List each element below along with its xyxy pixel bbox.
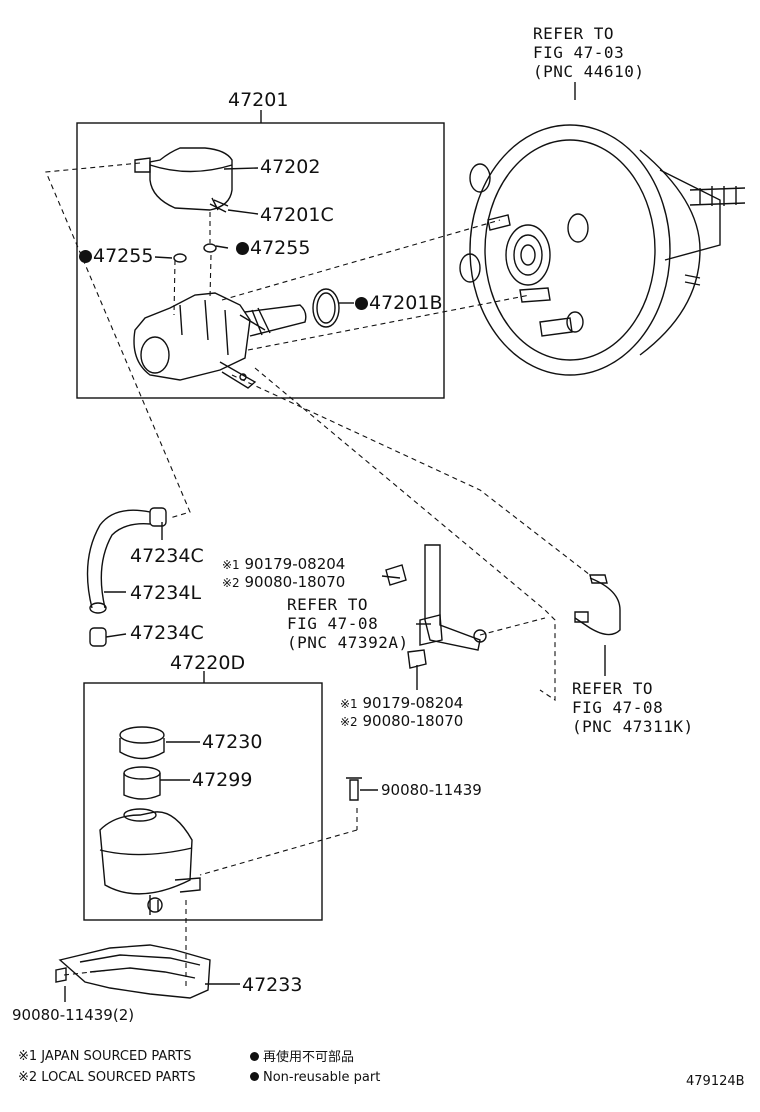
label-47299: 47299 bbox=[192, 769, 253, 791]
label-47201C: 47201C bbox=[260, 204, 334, 226]
local-mark: ※2 bbox=[222, 576, 240, 590]
legend-nonreusable-jp: 再使用不可部品 bbox=[250, 1050, 354, 1066]
non-reusable-dot-icon bbox=[79, 250, 92, 263]
japan-mark: ※1 bbox=[340, 697, 358, 711]
ref-line: REFER TO bbox=[572, 679, 654, 698]
label-47201B: 47201B bbox=[355, 293, 442, 313]
ref-tube: REFER TO FIG 47-08 (PNC 47311K) bbox=[572, 679, 694, 736]
label-47255-right: 47255 bbox=[236, 238, 310, 258]
bolt-code: 90080-18070 bbox=[362, 712, 464, 730]
ref-bracket: REFER TO FIG 47-08 (PNC 47392A) bbox=[287, 595, 409, 652]
bolt-code: 90179-08204 bbox=[362, 694, 464, 712]
non-reusable-dot-icon bbox=[355, 297, 368, 310]
ref-line: REFER TO bbox=[533, 24, 615, 43]
label-47202: 47202 bbox=[260, 156, 321, 178]
label-90080-11439: 90080-11439 bbox=[381, 781, 482, 799]
label-bolt-2: ※2 90080-18070 bbox=[222, 573, 345, 592]
ref-line: FIG 47-08 bbox=[572, 698, 664, 717]
ref-line: FIG 47-03 bbox=[533, 43, 625, 62]
legend-japan: ※1 JAPAN SOURCED PARTS bbox=[18, 1049, 192, 1064]
label-47220D: 47220D bbox=[170, 652, 246, 674]
figure-id: 479124B bbox=[686, 1074, 745, 1089]
legend-nonreusable-en: Non-reusable part bbox=[250, 1070, 380, 1086]
group-box-47220D bbox=[83, 682, 323, 921]
label-47201: 47201 bbox=[228, 89, 289, 111]
ref-line: REFER TO bbox=[287, 595, 369, 614]
ref-line: (PNC 47392A) bbox=[287, 633, 409, 652]
bolt-code: 90080-18070 bbox=[244, 573, 346, 591]
ref-booster: REFER TO FIG 47-03 (PNC 44610) bbox=[533, 24, 644, 81]
label-47230: 47230 bbox=[202, 731, 263, 753]
ref-line: FIG 47-08 bbox=[287, 614, 379, 633]
ref-line: (PNC 47311K) bbox=[572, 717, 694, 736]
bolt-code: 90179-08204 bbox=[244, 555, 346, 573]
japan-mark: ※1 bbox=[222, 558, 240, 572]
label-47234C-bottom: 47234C bbox=[130, 622, 204, 644]
label-47234L: 47234L bbox=[130, 582, 202, 604]
non-reusable-dot-icon bbox=[236, 242, 249, 255]
local-mark: ※2 bbox=[340, 715, 358, 729]
ref-line: (PNC 44610) bbox=[533, 62, 645, 81]
label-bolt-4: ※2 90080-18070 bbox=[340, 712, 463, 731]
non-reusable-dot-icon bbox=[250, 1052, 259, 1061]
label-47255-left: 47255 bbox=[79, 246, 153, 266]
label-bolt-1: ※1 90179-08204 bbox=[222, 555, 345, 574]
legend-local: ※2 LOCAL SOURCED PARTS bbox=[18, 1070, 196, 1085]
label-47234C-top: 47234C bbox=[130, 545, 204, 567]
label-bolt-3: ※1 90179-08204 bbox=[340, 694, 463, 713]
non-reusable-dot-icon bbox=[250, 1072, 259, 1081]
label-90080-11439-2: 90080-11439(2) bbox=[12, 1006, 135, 1024]
label-47233: 47233 bbox=[242, 974, 303, 996]
